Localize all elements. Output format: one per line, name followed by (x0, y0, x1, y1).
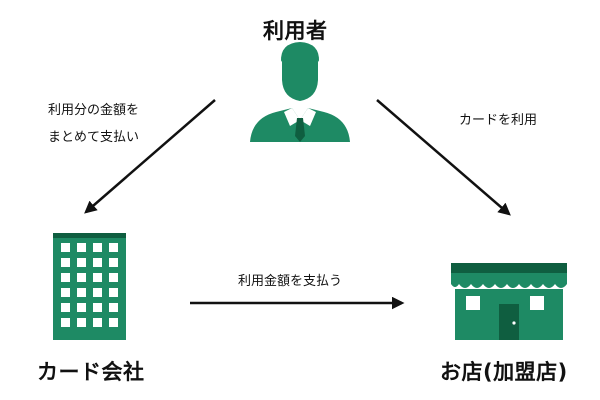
building-window (93, 303, 102, 312)
edge-label-user-to-store: カードを利用 (459, 113, 538, 128)
building-window (77, 318, 86, 327)
building-window (109, 288, 118, 297)
arrow-user-to-store (376, 99, 511, 216)
user-icon (250, 42, 350, 142)
building-window (109, 243, 118, 252)
building-window (77, 288, 86, 297)
office-building-icon (53, 233, 126, 340)
building-window (77, 273, 86, 282)
building-window (61, 273, 70, 282)
card-company-label: カード会社 (37, 360, 145, 384)
building-window (93, 318, 102, 327)
building-window (77, 243, 86, 252)
building-window (61, 258, 70, 267)
building-window (77, 258, 86, 267)
user-label: 利用者 (263, 19, 328, 43)
building-window (93, 273, 102, 282)
edge-label-line-2: まとめて支払い (48, 130, 140, 145)
building-window (61, 303, 70, 312)
building-window (93, 258, 102, 267)
edge-label-user-to-card-company: 利用分の金額を まとめて支払い (48, 97, 139, 151)
building-window (61, 243, 70, 252)
building-window (109, 258, 118, 267)
building-window (109, 303, 118, 312)
building-window (61, 288, 70, 297)
store-label: お店(加盟店) (440, 360, 568, 384)
edge-label-card-company-to-store: 利用金額を支払う (238, 274, 343, 289)
building-window (109, 318, 118, 327)
building-window (109, 273, 118, 282)
edge-label-line-1: 利用分の金額を (48, 103, 140, 118)
building-window (61, 318, 70, 327)
building-window (93, 288, 102, 297)
building-window (93, 243, 102, 252)
arrow-user-to-card-company (84, 99, 216, 214)
storefront-icon (451, 263, 567, 340)
building-window (77, 303, 86, 312)
